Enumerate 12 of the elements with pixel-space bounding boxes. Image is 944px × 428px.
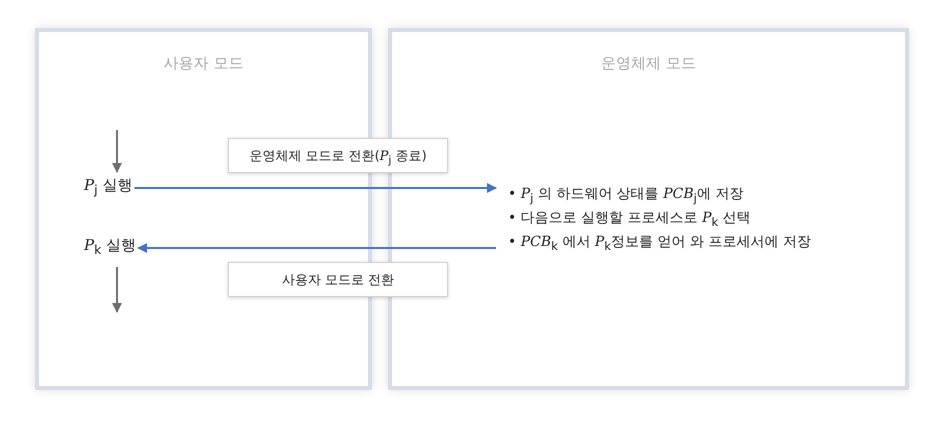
edge-label: 사용자 모드로 전환: [228, 262, 448, 297]
bullet-item: • 다음으로 실행할 프로세스로 P$_{k}$ 선택: [508, 208, 752, 231]
arrow: [112, 267, 122, 313]
arrow: [134, 183, 497, 193]
panel-title: 사용자 모드: [164, 54, 244, 73]
bullet-item: • PCB$_{k}$ 에서 P$_{k}$정보를 얻어 와 프로세서에 저장: [508, 232, 812, 254]
arrow: [112, 130, 122, 173]
edge-label: 운영체제 모드로 전환(P$_{j}$ 종료): [228, 138, 448, 173]
panel-title: 운영체제 모드: [601, 54, 696, 73]
process-label: P$_{k}$ 실행: [84, 236, 136, 254]
arrow: [137, 243, 496, 253]
bullet-item: • P$_{j}$ 의 하드웨어 상태를 PCB$_{j}$에 저장: [508, 185, 744, 207]
